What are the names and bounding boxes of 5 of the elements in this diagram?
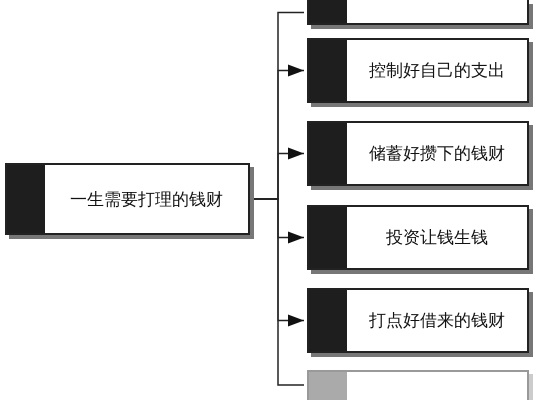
topic-text: 一生需要打理的钱财 [70, 188, 223, 210]
topic-text: 打点好借来的钱财 [369, 310, 505, 332]
topic-text: 控制好自己的支出 [369, 60, 505, 82]
topic-text: 投资让钱生钱 [386, 227, 488, 249]
topic-text: 储蓄好攒下的钱财 [369, 143, 505, 165]
